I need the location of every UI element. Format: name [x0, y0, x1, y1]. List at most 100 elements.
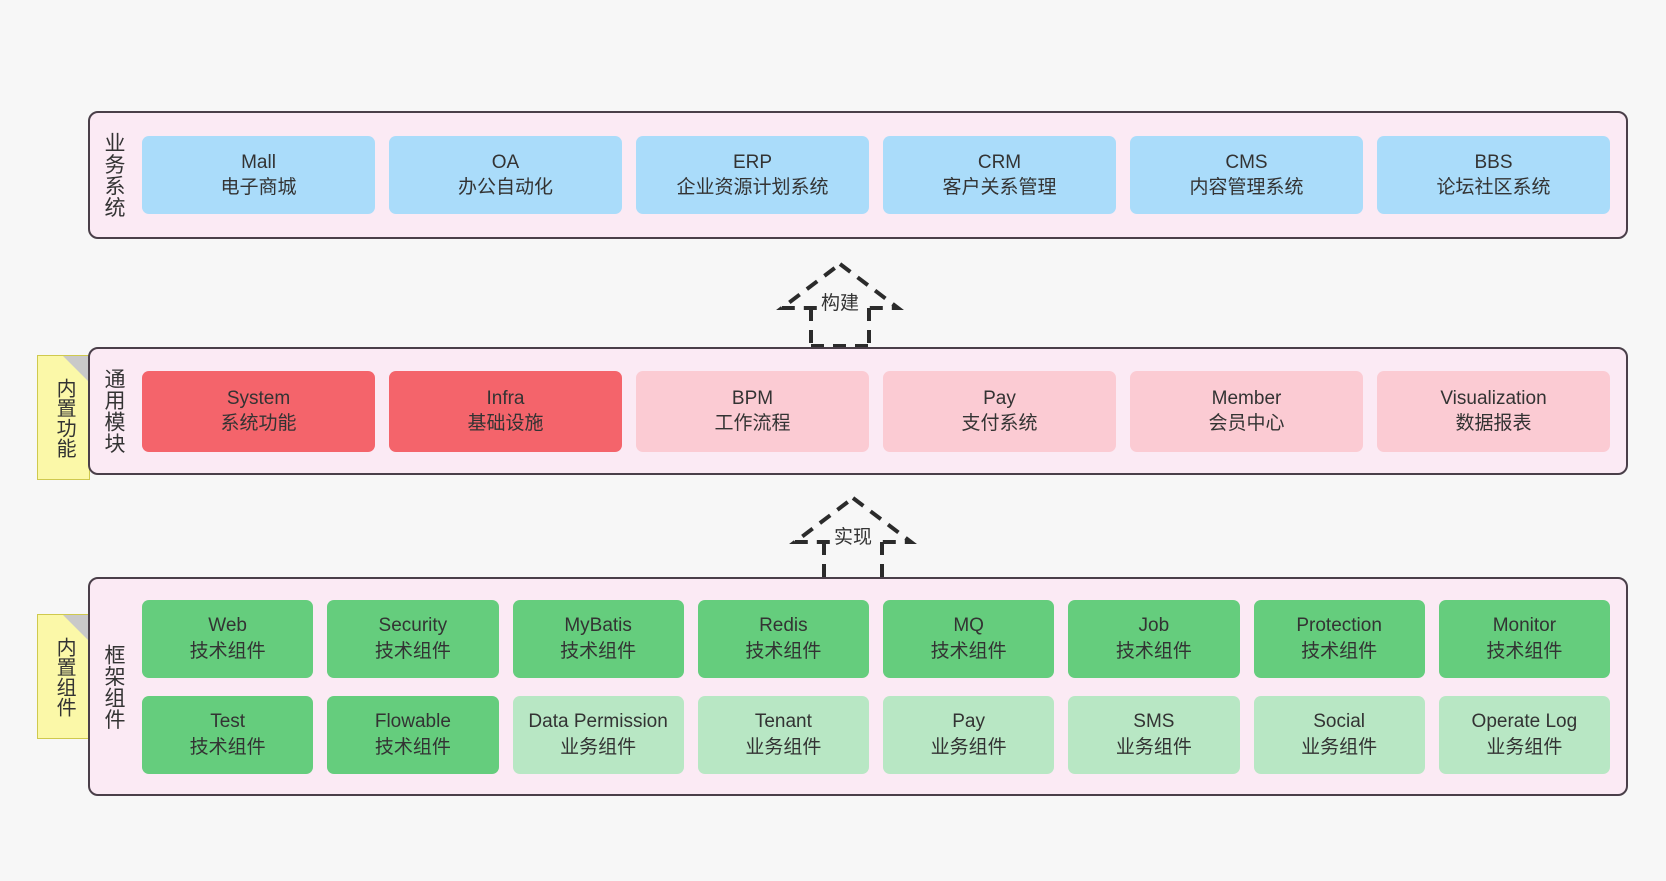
node-mybatis-en: MyBatis [564, 615, 632, 637]
node-security-en: Security [378, 615, 448, 637]
node-mybatis[interactable]: MyBatis 技术组件 [512, 599, 684, 678]
node-erp[interactable]: ERP 企业资源计划系统 [636, 136, 869, 214]
connector-implement: 实现 [773, 492, 933, 582]
node-test[interactable]: Test 技术组件 [142, 695, 314, 774]
node-crm-cn: 客户关系管理 [942, 177, 1057, 198]
node-monitor[interactable]: Monitor 技术组件 [1438, 599, 1610, 678]
node-flowable-cn: 技术组件 [374, 736, 451, 758]
node-infra-cn: 基础设施 [467, 413, 544, 434]
node-visualization-cn: 数据报表 [1455, 413, 1532, 434]
node-monitor-cn: 技术组件 [1486, 640, 1563, 662]
layer-common-title: 通用模块 [101, 368, 125, 454]
layer-business-title: 业务系统 [101, 132, 125, 218]
node-job[interactable]: Job 技术组件 [1068, 599, 1240, 678]
node-visualization[interactable]: Visualization 数据报表 [1377, 370, 1610, 452]
node-member-cn: 会员中心 [1208, 413, 1285, 434]
layer-framework-title: 框架组件 [101, 643, 125, 730]
node-protection-cn: 技术组件 [1301, 640, 1378, 662]
node-visualization-en: Visualization [1440, 387, 1547, 409]
node-job-en: Job [1138, 615, 1170, 637]
node-mq[interactable]: MQ 技术组件 [883, 599, 1055, 678]
node-redis[interactable]: Redis 技术组件 [697, 599, 869, 678]
node-mall[interactable]: Mall 电子商城 [142, 136, 375, 214]
node-security-cn: 技术组件 [374, 640, 451, 662]
node-operate-log-cn: 业务组件 [1486, 736, 1563, 758]
connector-build-label: 构建 [817, 288, 863, 315]
sticky-note-builtin-components-label: 内置组件 [53, 636, 76, 717]
node-security[interactable]: Security 技术组件 [327, 599, 499, 678]
node-tenant-cn: 业务组件 [745, 736, 822, 758]
node-operate-log[interactable]: Operate Log 业务组件 [1438, 695, 1610, 774]
layer-framework-row-business: Test 技术组件 Flowable 技术组件 Data Permission … [142, 695, 1610, 774]
node-monitor-en: Monitor [1492, 615, 1557, 637]
layer-framework-components: 框架组件 Web 技术组件 Security 技术组件 MyBatis 技术组件… [88, 577, 1628, 796]
sticky-fold-corner-icon [63, 615, 89, 641]
layer-common-body: System 系统功能 Infra 基础设施 BPM 工作流程 Pay 支付系统… [136, 349, 1626, 473]
node-redis-en: Redis [759, 615, 808, 637]
node-cms-cn: 内容管理系统 [1189, 177, 1304, 198]
node-web[interactable]: Web 技术组件 [142, 599, 314, 678]
sticky-fold-corner-icon [63, 356, 89, 382]
node-test-cn: 技术组件 [189, 736, 266, 758]
node-redis-cn: 技术组件 [745, 640, 822, 662]
node-bbs[interactable]: BBS 论坛社区系统 [1377, 136, 1610, 214]
sticky-note-builtin-features-label: 内置功能 [53, 377, 76, 458]
node-erp-cn: 企业资源计划系统 [676, 177, 829, 198]
node-mall-en: Mall [241, 151, 276, 173]
node-social[interactable]: Social 业务组件 [1253, 695, 1425, 774]
node-member[interactable]: Member 会员中心 [1130, 370, 1363, 452]
node-system[interactable]: System 系统功能 [142, 370, 375, 452]
layer-business-systems: 业务系统 Mall 电子商城 OA 办公自动化 ERP 企业资源计划系统 CRM… [88, 111, 1628, 239]
node-social-cn: 业务组件 [1301, 736, 1378, 758]
node-bpm[interactable]: BPM 工作流程 [636, 370, 869, 452]
sticky-note-builtin-components: 内置组件 [37, 614, 90, 739]
node-data-permission-cn: 业务组件 [560, 736, 637, 758]
node-test-en: Test [210, 711, 246, 733]
node-protection[interactable]: Protection 技术组件 [1253, 599, 1425, 678]
node-sms-cn: 业务组件 [1115, 736, 1192, 758]
node-data-permission-en: Data Permission [528, 711, 668, 733]
node-sms-en: SMS [1133, 711, 1175, 733]
node-system-cn: 系统功能 [220, 413, 297, 434]
node-pay-module-cn: 支付系统 [961, 413, 1038, 434]
node-mq-en: MQ [953, 615, 984, 637]
connector-build: 构建 [760, 258, 920, 348]
node-bbs-en: BBS [1474, 151, 1513, 173]
node-web-en: Web [208, 615, 247, 637]
node-crm-en: CRM [977, 151, 1022, 173]
node-oa-cn: 办公自动化 [457, 177, 553, 198]
node-flowable[interactable]: Flowable 技术组件 [327, 695, 499, 774]
node-crm[interactable]: CRM 客户关系管理 [883, 136, 1116, 214]
node-bbs-cn: 论坛社区系统 [1436, 177, 1551, 198]
node-oa[interactable]: OA 办公自动化 [389, 136, 622, 214]
node-sms[interactable]: SMS 业务组件 [1068, 695, 1240, 774]
node-pay-component-cn: 业务组件 [930, 736, 1007, 758]
node-protection-en: Protection [1296, 615, 1382, 637]
node-member-en: Member [1211, 387, 1282, 409]
layer-framework-body: Web 技术组件 Security 技术组件 MyBatis 技术组件 Redi… [136, 579, 1626, 794]
node-operate-log-en: Operate Log [1471, 711, 1578, 733]
node-social-en: Social [1313, 711, 1365, 733]
node-cms[interactable]: CMS 内容管理系统 [1130, 136, 1363, 214]
node-tenant-en: Tenant [754, 711, 812, 733]
node-pay-component[interactable]: Pay 业务组件 [883, 695, 1055, 774]
node-pay-component-en: Pay [952, 711, 985, 733]
node-oa-en: OA [491, 151, 520, 173]
node-data-permission[interactable]: Data Permission 业务组件 [512, 695, 684, 774]
node-system-en: System [226, 387, 291, 409]
node-tenant[interactable]: Tenant 业务组件 [697, 695, 869, 774]
node-bpm-cn: 工作流程 [714, 413, 791, 434]
layer-common-row: System 系统功能 Infra 基础设施 BPM 工作流程 Pay 支付系统… [142, 370, 1610, 452]
node-flowable-en: Flowable [374, 711, 451, 733]
node-infra-en: Infra [486, 387, 525, 409]
node-pay-module[interactable]: Pay 支付系统 [883, 370, 1116, 452]
node-cms-en: CMS [1225, 151, 1268, 173]
node-mall-cn: 电子商城 [220, 177, 297, 198]
connector-build-arrow [776, 261, 904, 348]
node-infra[interactable]: Infra 基础设施 [389, 370, 622, 452]
node-web-cn: 技术组件 [189, 640, 266, 662]
layer-business-row: Mall 电子商城 OA 办公自动化 ERP 企业资源计划系统 CRM 客户关系… [142, 136, 1610, 214]
node-job-cn: 技术组件 [1115, 640, 1192, 662]
sticky-note-builtin-features: 内置功能 [37, 355, 90, 480]
